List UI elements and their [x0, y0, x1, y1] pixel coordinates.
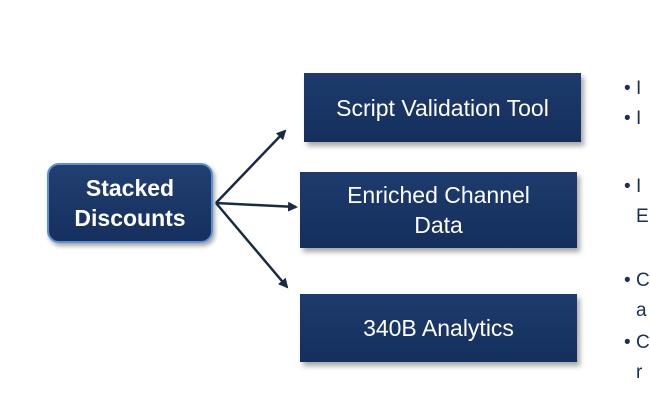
bullet-text: C	[636, 332, 650, 353]
bullet-item: •C	[624, 332, 650, 354]
bullet-mark: •	[624, 78, 631, 99]
bullet-item: •I	[624, 176, 641, 198]
bullet-mark: •	[624, 270, 631, 291]
script-validation-tool-node: Script Validation Tool	[304, 73, 581, 142]
bullet-text: E	[636, 206, 649, 227]
bullet-item: r	[624, 362, 642, 384]
340b-analytics-node: 340B Analytics	[300, 294, 577, 362]
bullet-text: C	[636, 270, 650, 291]
bullet-text: r	[636, 362, 643, 383]
target-node-2-line-1: Enriched Channel	[347, 182, 530, 208]
bullet-mark: •	[624, 176, 631, 197]
target-node-3-line-1: 340B Analytics	[363, 315, 514, 341]
bullet-item: •I	[624, 78, 641, 100]
source-node-line-2: Discounts	[74, 205, 186, 231]
bullet-item: E	[624, 206, 649, 228]
bullet-text: I	[636, 108, 642, 129]
cropped-bullet-list: •I •I •I E •C a •C r	[620, 0, 650, 418]
target-node-2-line-2: Data	[414, 212, 463, 238]
stacked-discounts-node: Stacked Discounts	[47, 163, 213, 243]
target-node-1-line-1: Script Validation Tool	[336, 94, 549, 121]
bullet-mark: •	[624, 108, 631, 129]
bullet-mark: •	[624, 332, 631, 353]
bullet-text: a	[636, 300, 647, 321]
source-node-line-1: Stacked	[85, 175, 175, 201]
arrow-to-enriched-channel-data	[215, 201, 298, 212]
bullet-text: I	[636, 176, 642, 197]
enriched-channel-data-node: Enriched Channel Data	[300, 172, 577, 248]
arrow-to-script-validation-tool	[215, 129, 287, 204]
bullet-item: •C	[624, 270, 650, 292]
bullet-item: •I	[624, 108, 641, 130]
bullet-item: a	[624, 300, 647, 322]
arrow-to-340b-analytics	[215, 202, 289, 289]
bullet-text: I	[636, 78, 642, 99]
